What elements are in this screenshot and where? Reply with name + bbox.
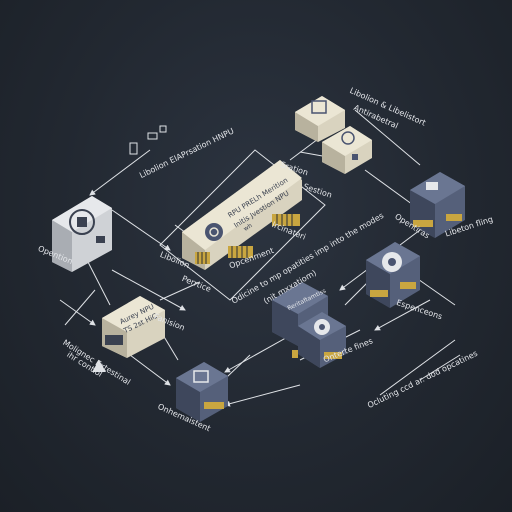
- top-cream-module-a: [295, 96, 345, 142]
- left-cream-npu-module: [102, 296, 165, 358]
- bottom-dark-module: [176, 362, 228, 422]
- right-dark-module: [410, 172, 465, 238]
- center-dark-module-front: [292, 312, 346, 368]
- small-chip-icons: [129, 125, 167, 155]
- warning-icon: [92, 360, 106, 372]
- left-io-module: [52, 196, 112, 272]
- gear-dark-module: [366, 242, 420, 308]
- main-npu-module: [182, 160, 302, 270]
- main-module-frame: [159, 149, 326, 301]
- top-cream-module-b: [322, 126, 372, 174]
